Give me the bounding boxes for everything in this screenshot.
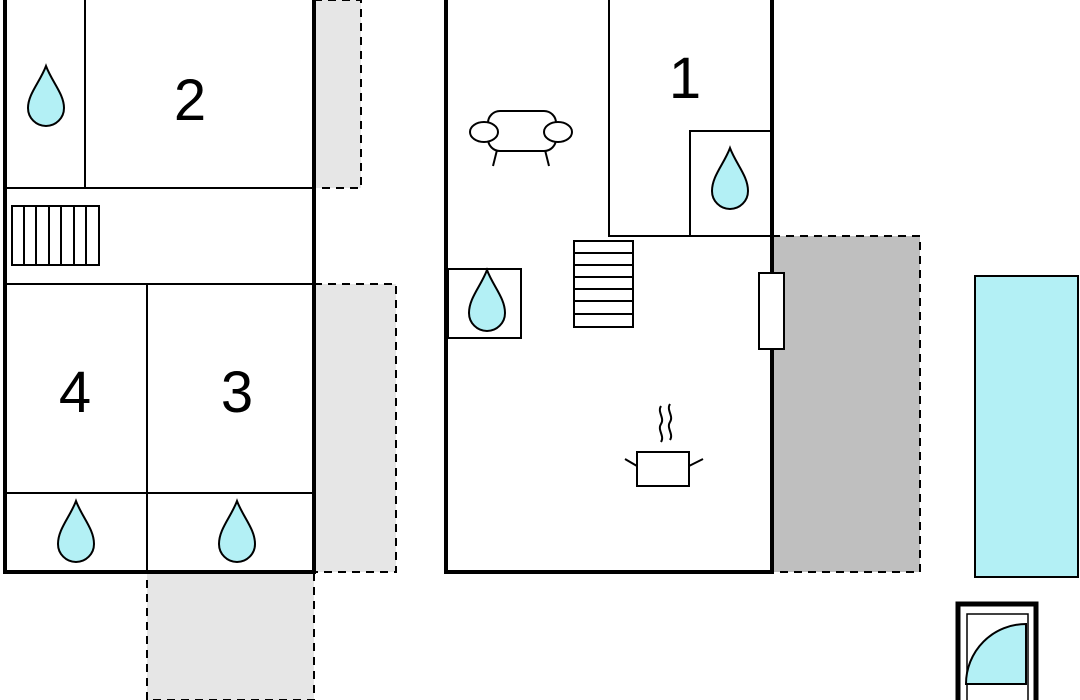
room-label-3: 3: [221, 360, 253, 425]
room-label-1: 1: [669, 46, 701, 111]
staircase-icon: [573, 240, 634, 328]
water-drop-icon: [26, 63, 66, 127]
shower-icon: [955, 601, 1039, 700]
cooking-pot-icon: [624, 403, 704, 487]
bathroom-box: [447, 268, 522, 339]
terrace-right-left-building: [313, 283, 397, 573]
water-drop-icon: [217, 498, 257, 563]
water-drop-icon: [56, 498, 96, 563]
terrace-top-left: [313, 0, 362, 189]
pool: [974, 275, 1079, 578]
sofa-icon: [469, 110, 573, 167]
bathroom-box: [689, 130, 773, 237]
water-drop-icon: [467, 267, 507, 332]
staircase-icon: [11, 205, 100, 266]
water-drop-icon: [710, 145, 750, 210]
terrace-right-main-building: [771, 235, 921, 573]
room-label-2: 2: [174, 68, 206, 133]
room-label-4: 4: [59, 360, 91, 425]
main-building: 1: [444, 0, 785, 574]
left-building: 2 4 3: [3, 0, 316, 574]
door-icon: [758, 272, 785, 350]
terrace-bottom-left: [146, 571, 315, 700]
